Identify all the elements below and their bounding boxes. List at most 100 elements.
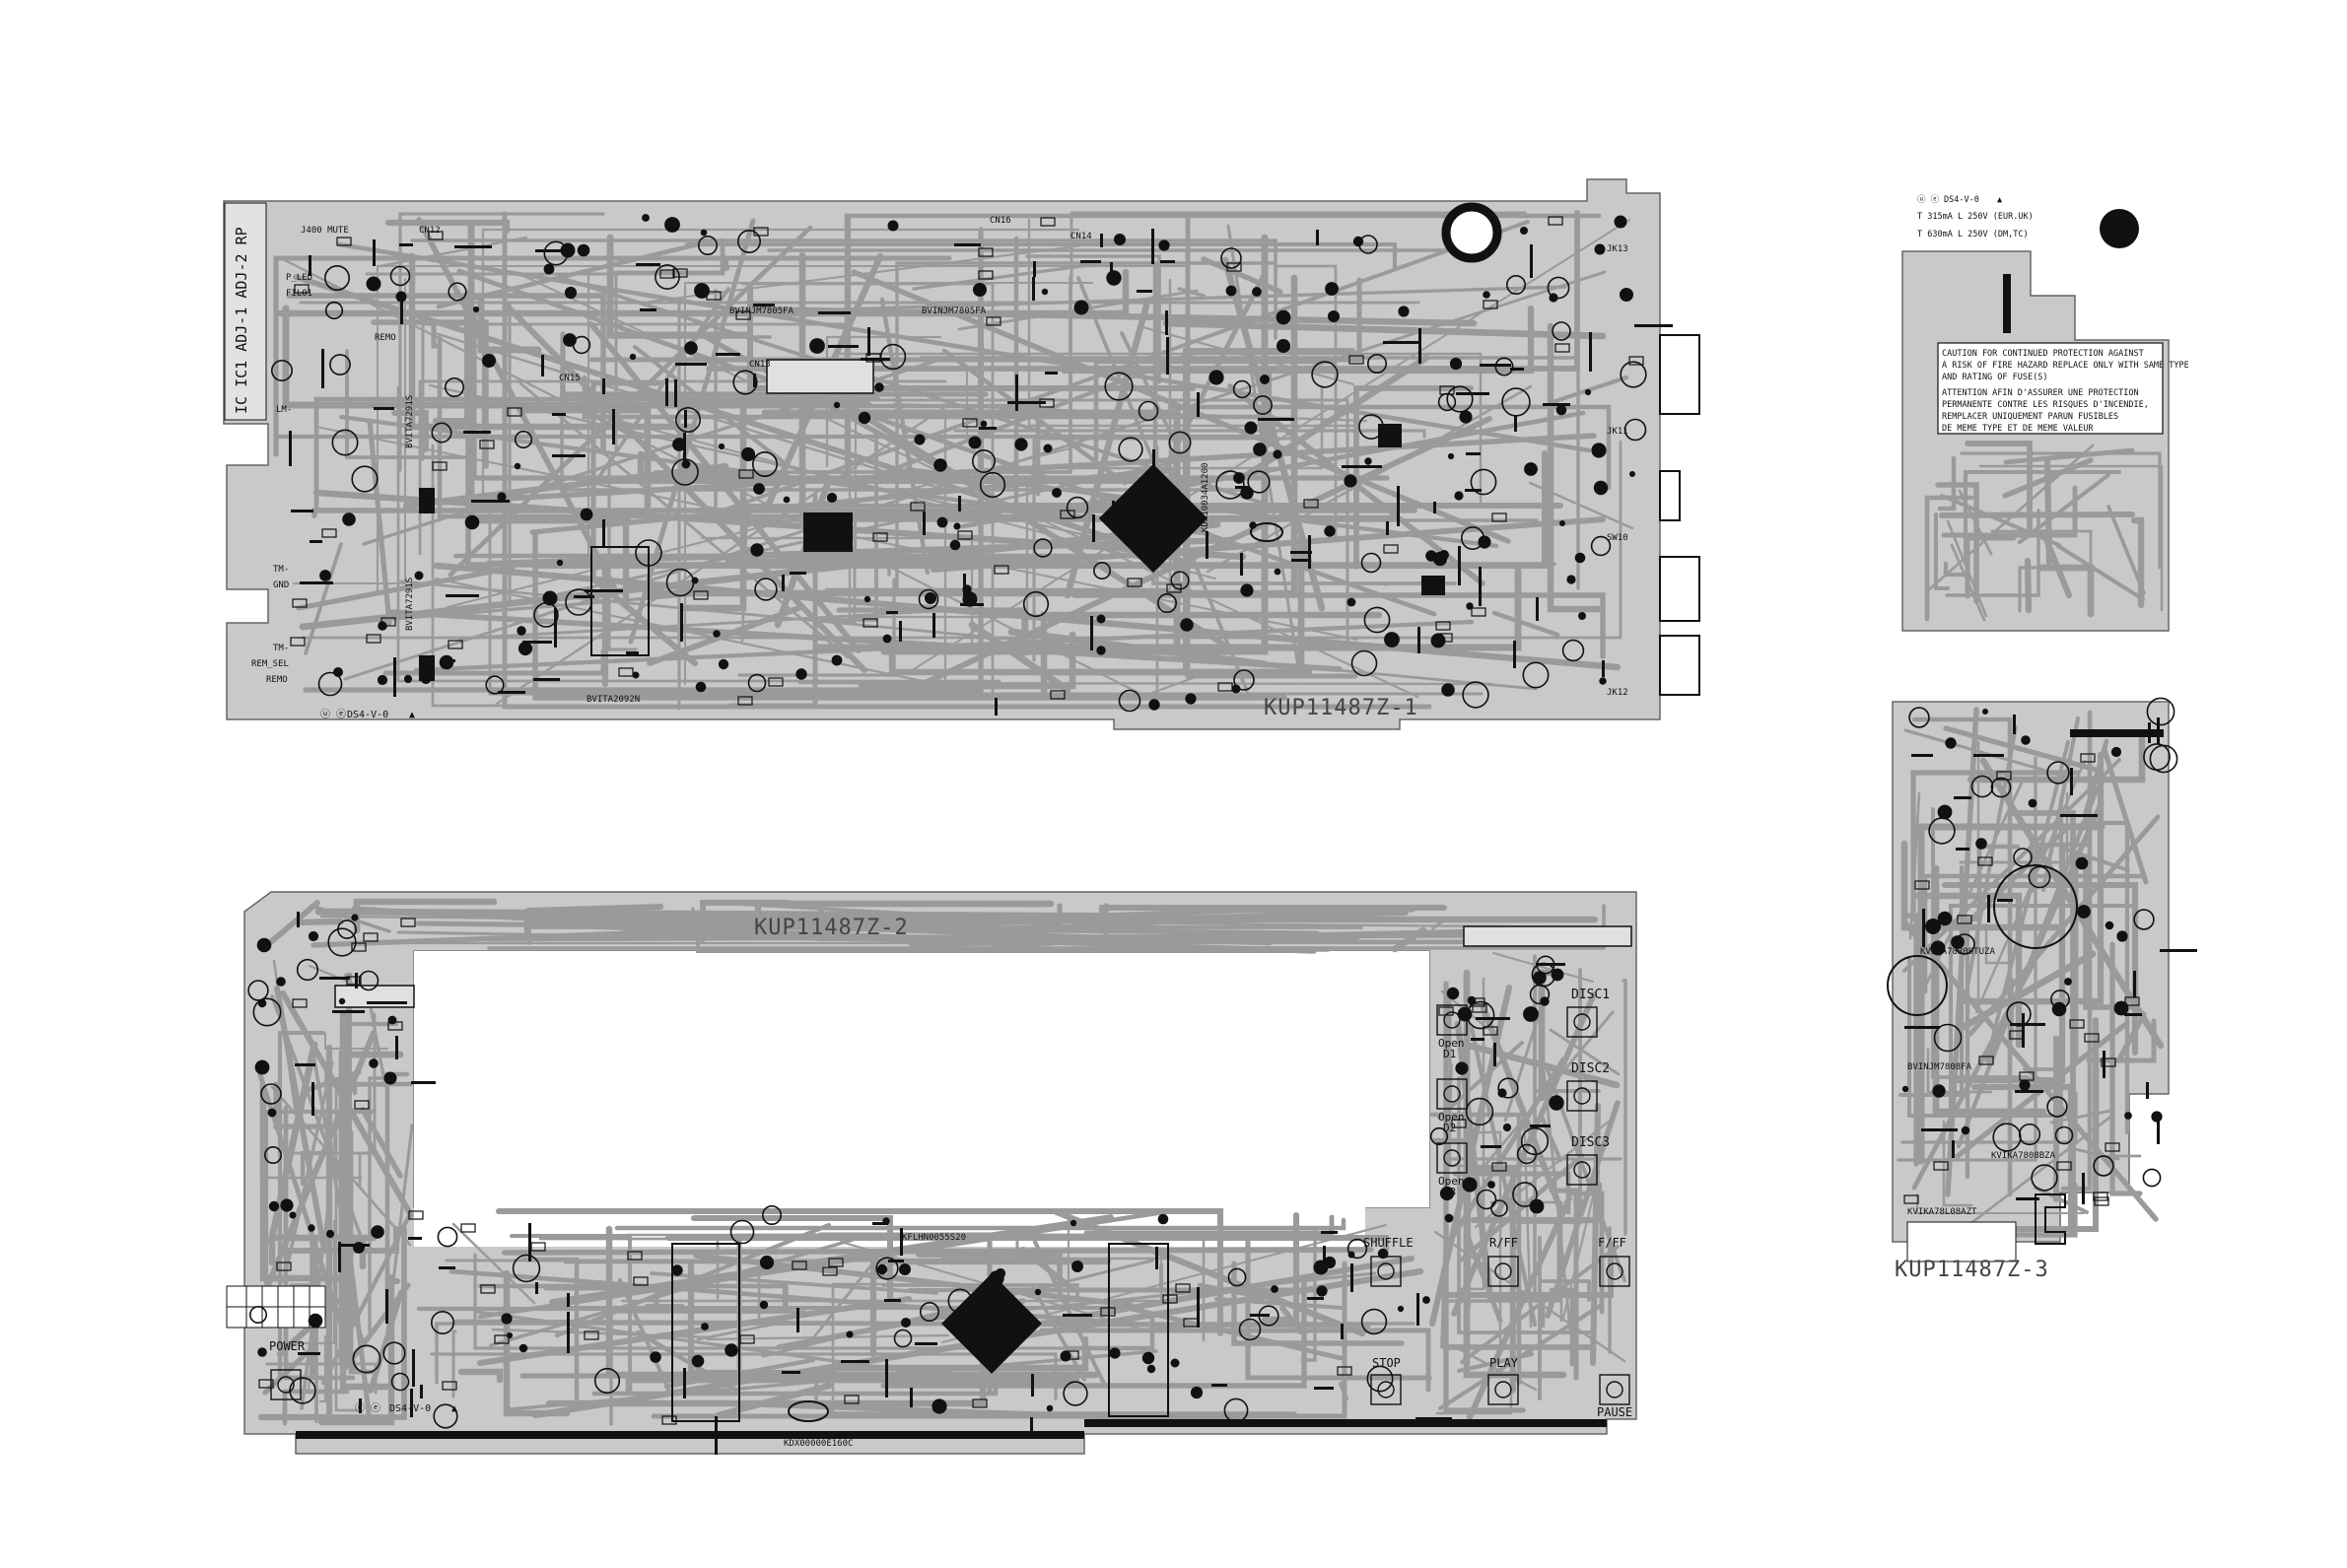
button-open3-label: Open [1438, 1175, 1465, 1188]
board1-jumper [1514, 415, 1517, 432]
button-disc1[interactable]: DISC1 [1566, 988, 1610, 1038]
board1-jumper [958, 496, 961, 511]
board1-pad [1441, 683, 1455, 697]
board1-pad [1096, 646, 1106, 655]
board2-pad [308, 1313, 323, 1329]
button-disc3[interactable]: DISC3 [1566, 1135, 1610, 1186]
board2-trace [589, 1375, 818, 1405]
board2-capacitor-outline [947, 1288, 973, 1314]
board2-pad [995, 1267, 1006, 1279]
board3-pad [1930, 940, 1946, 956]
board1-pad [695, 681, 707, 693]
board1-resistor-outline [865, 353, 881, 363]
board2-trace [1437, 1303, 1603, 1411]
board1-jumper [602, 519, 605, 546]
button-disc2[interactable]: DISC2 [1566, 1061, 1610, 1112]
button-pause[interactable]: PAUSE [1597, 1374, 1632, 1419]
button-play[interactable]: PLAY [1487, 1356, 1519, 1405]
board2-jumper [1530, 1125, 1551, 1127]
board2-capacitor-outline [919, 1302, 939, 1323]
board2-pad [901, 1318, 911, 1328]
board3-trace [1965, 917, 1982, 1180]
board1-pad [1114, 234, 1126, 245]
board3-capacitor-outline [2013, 848, 2033, 867]
board2-pad [1497, 1088, 1507, 1098]
board1-trace [1140, 325, 1355, 386]
board2-pad [1109, 1347, 1121, 1359]
board1-pad [1273, 449, 1282, 459]
board1-capacitor-outline [1494, 357, 1514, 376]
board1-resistor-outline [1548, 216, 1563, 226]
attention-line-1: ATTENTION AFIN D'ASSURER UNE PROTECTION [1942, 388, 2139, 398]
board1-pad [1591, 443, 1607, 458]
svg-text:ⓤ ⓔ: ⓤ ⓔ [1917, 195, 1940, 205]
button-disc1-label: DISC1 [1571, 988, 1610, 1002]
board1-trace [648, 243, 1084, 304]
board1-resistor-outline [448, 640, 463, 649]
board1-trace [1237, 354, 1430, 483]
board2-resistor-outline [258, 1379, 274, 1389]
board2-trace [1469, 1025, 1538, 1328]
board-3: CAUTION FOR CONTINUED PROTECTION AGAINST… [1887, 195, 2197, 1282]
board1-pad [1352, 236, 1364, 247]
board3-jumper [2015, 1090, 2043, 1093]
board3-pad [1901, 1085, 1909, 1093]
button-power[interactable]: POWER [269, 1339, 306, 1400]
board2-trace [300, 1150, 329, 1187]
board2-pad [308, 1224, 315, 1232]
board1-capacitor-outline [1561, 639, 1585, 662]
board1-pad [1158, 239, 1170, 251]
board3-pad [2075, 856, 2089, 870]
board1-pad [1346, 597, 1356, 607]
button-rff[interactable]: R/FF [1487, 1236, 1519, 1287]
board1-capacitor-outline [1437, 392, 1457, 412]
board1-capacitor-outline [747, 673, 767, 693]
board2-trace [715, 1382, 833, 1419]
board2-capacitor-outline [296, 958, 319, 982]
board2-jumper [1063, 1314, 1092, 1317]
board2-trace [257, 1044, 333, 1421]
board1-jumper [1290, 551, 1312, 554]
board3-pad [2021, 735, 2031, 745]
board1-jumper [1466, 452, 1481, 455]
board2-capacitor-outline [1360, 1308, 1388, 1335]
board1-jumper [954, 243, 981, 246]
board1-trace [1040, 611, 1383, 695]
board1-pad [564, 286, 578, 300]
board1-capacitor-outline [918, 588, 939, 610]
board2-resistor-outline [387, 1021, 403, 1031]
board2-trace [334, 1087, 359, 1412]
board1-jumper [291, 510, 313, 512]
caution-line-1: CAUTION FOR CONTINUED PROTECTION AGAINST [1942, 349, 2144, 359]
board2-capacitor-outline [358, 970, 380, 991]
board2-pad [325, 1229, 335, 1239]
board3-jumper [1954, 796, 1971, 799]
board2-trace [823, 1335, 1089, 1372]
board1-resistor-outline [336, 237, 352, 246]
board2-pad [1523, 1006, 1539, 1022]
board2-trace [257, 1072, 359, 1373]
board1-pad [718, 658, 729, 670]
board1-trace [637, 450, 790, 479]
board1-pad [1555, 404, 1567, 416]
board1-resistor-outline [1483, 300, 1498, 309]
board2-jumper [1307, 1297, 1324, 1300]
board1-capacitor-outline [1168, 431, 1192, 454]
board1-capacitor-outline [1350, 649, 1378, 677]
board1-trace [286, 293, 606, 455]
board1-jumper [1342, 465, 1382, 468]
button-fff[interactable]: F/FF [1598, 1236, 1630, 1287]
board3-jumper [2016, 1197, 2039, 1200]
board1-pad [464, 514, 480, 530]
board2-resistor-outline [346, 976, 362, 986]
button-open2-label: Open [1438, 1111, 1465, 1124]
board1-pad [518, 641, 533, 656]
board1-jumper [1589, 332, 1592, 372]
board2-trace [1039, 1328, 1431, 1393]
board2-resistor-outline [627, 1251, 643, 1261]
board2-jumper [410, 1389, 413, 1417]
board2-trace [324, 1033, 388, 1050]
board1-pad [1274, 568, 1281, 576]
board1-jumper [289, 431, 292, 466]
